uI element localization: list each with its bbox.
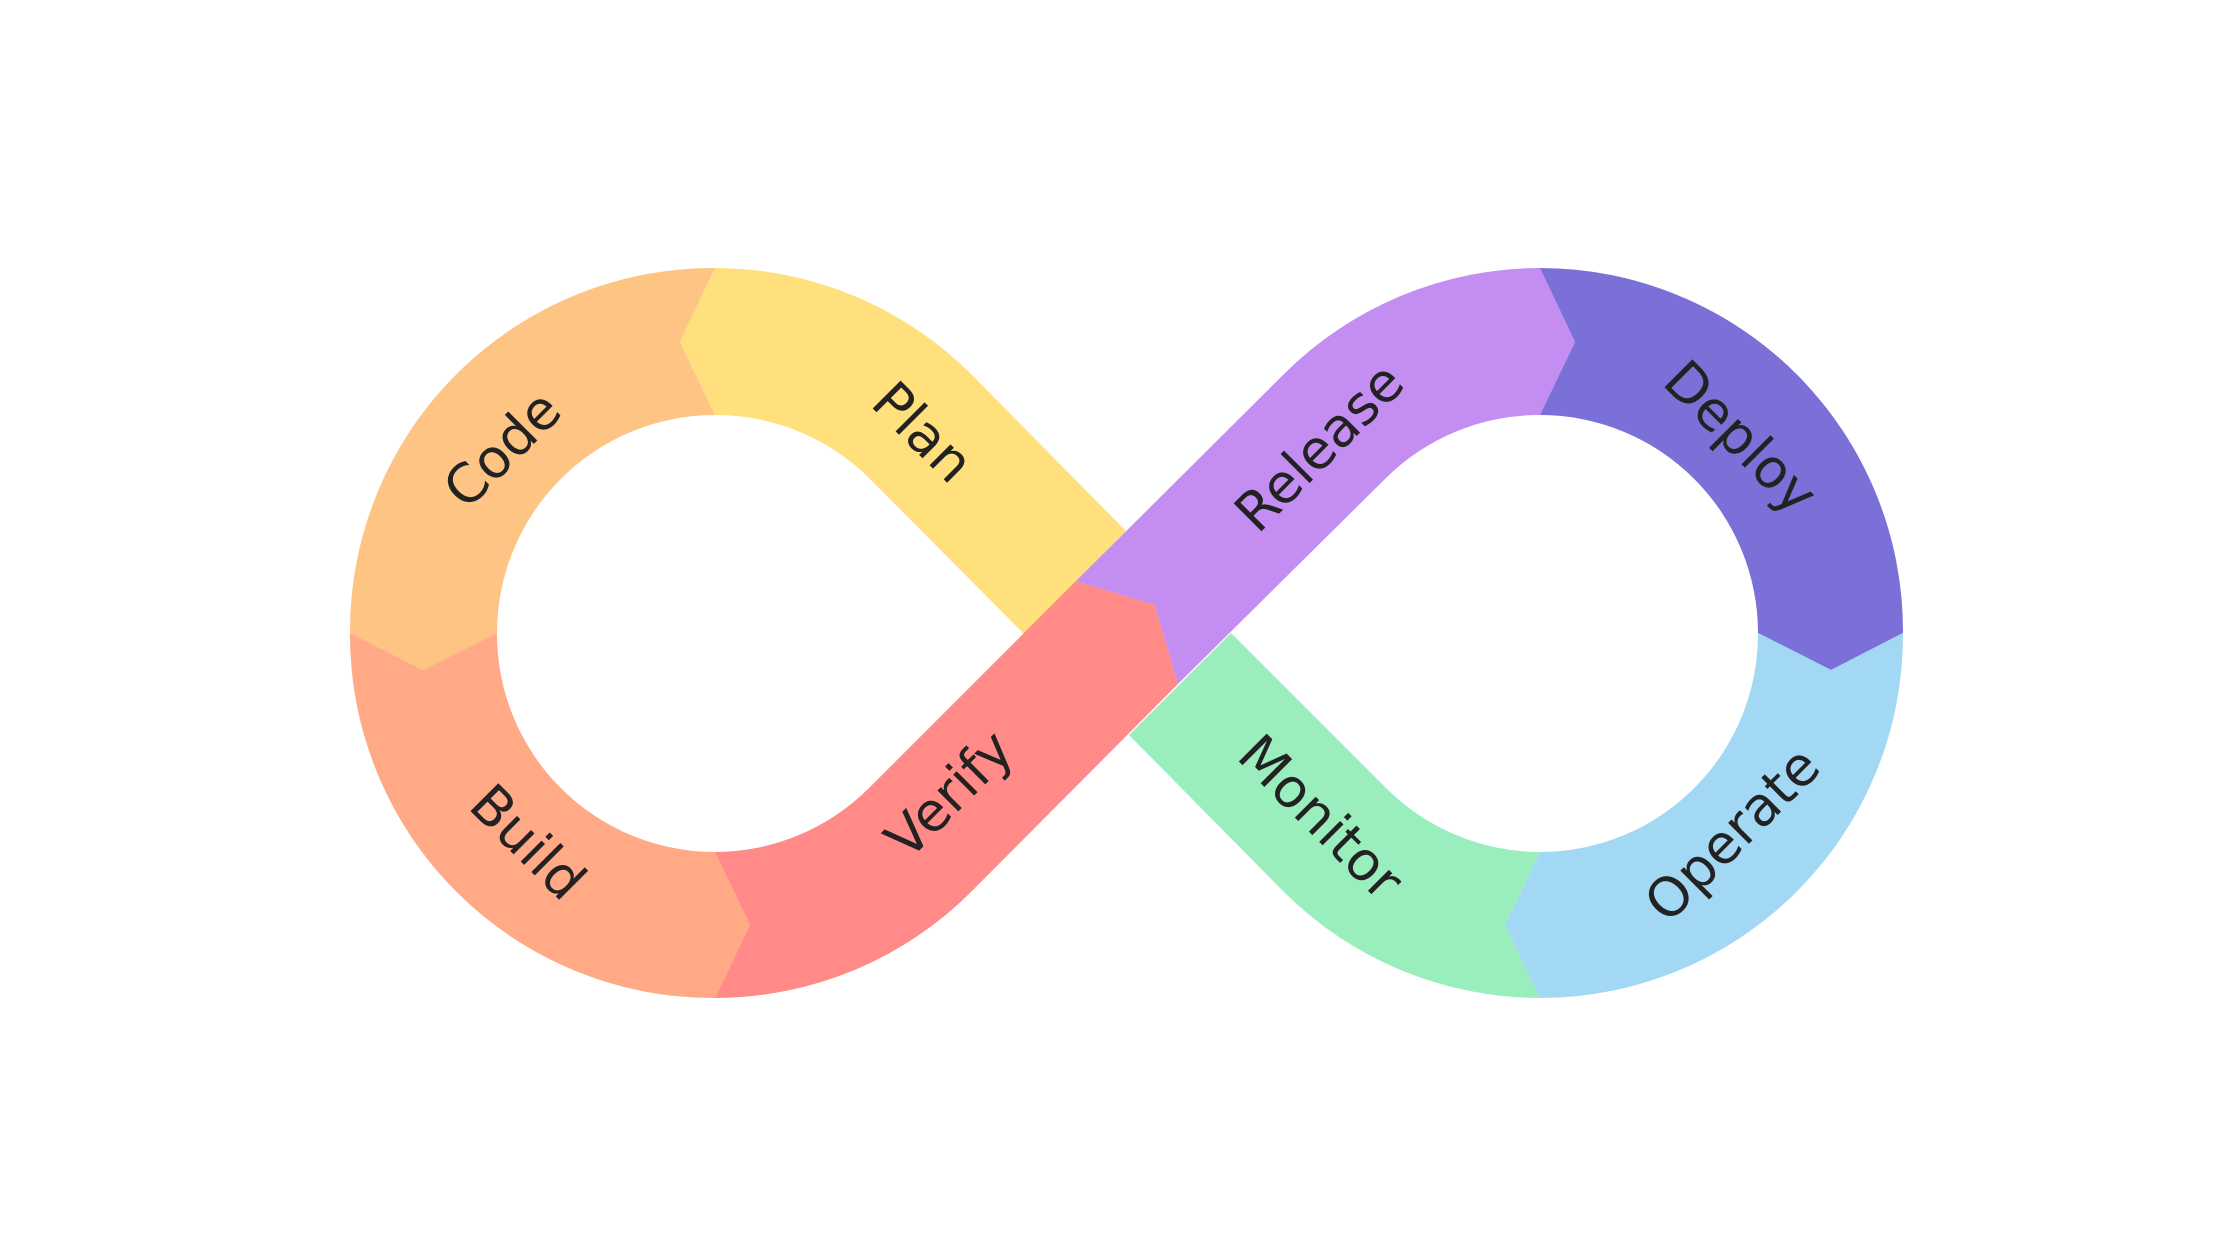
segment-deploy [1540,267,1904,670]
segment-code [349,267,715,670]
segment-release [1076,268,1575,684]
segment-monitor [1129,633,1540,998]
segment-build [349,633,750,999]
segment-operate [1505,633,1904,998]
segment-verify [715,581,1178,998]
segment-plan [680,268,1126,634]
